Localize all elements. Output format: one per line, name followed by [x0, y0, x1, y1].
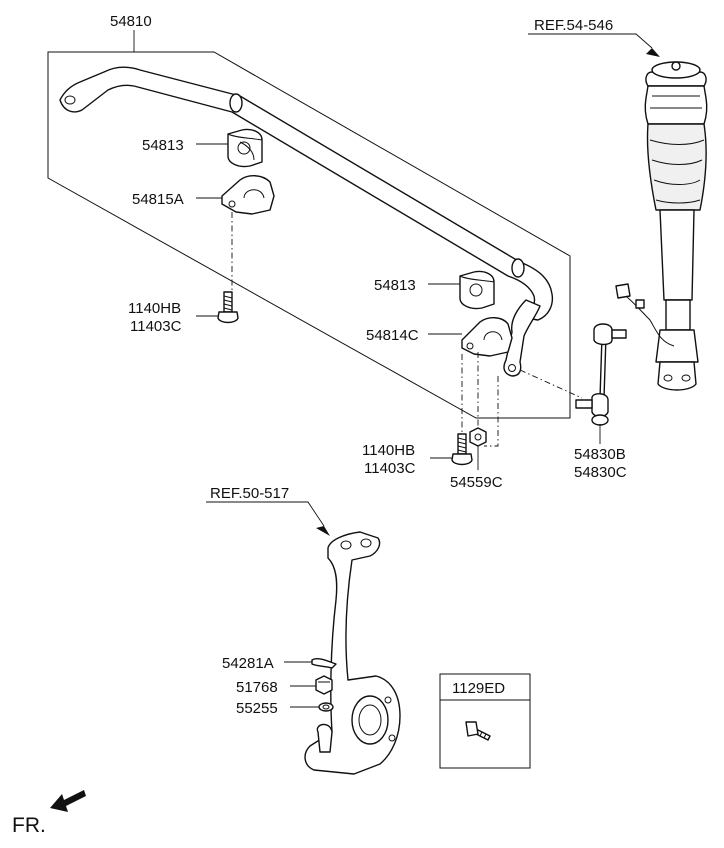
- label-54815A: 54815A: [132, 191, 184, 208]
- label-54810: 54810: [110, 13, 152, 30]
- label-54281A: 54281A: [222, 655, 274, 672]
- label-54830C: 54830C: [574, 464, 627, 481]
- ref-strut-leader: [528, 33, 660, 57]
- air-strut: [615, 61, 708, 391]
- label-11403C-left: 11403C: [130, 318, 182, 335]
- label-54813-upper: 54813: [142, 137, 184, 154]
- label-54814C: 54814C: [366, 327, 419, 344]
- label-ref-knuckle: REF.50-517: [210, 485, 289, 502]
- label-54830B: 54830B: [574, 446, 626, 463]
- nut-54559C: [469, 427, 487, 447]
- label-ref-strut: REF.54-546: [534, 17, 613, 34]
- bushing-lower: [459, 270, 495, 310]
- label-1129ED: 1129ED: [452, 680, 505, 697]
- label-54559C: 54559C: [450, 474, 503, 491]
- centerline-link-diag: [519, 369, 583, 399]
- bolt-lower: [451, 433, 473, 466]
- bracket-54815A: [221, 175, 275, 215]
- castle-nut: [315, 675, 333, 695]
- label-front: FR.: [12, 814, 46, 837]
- split-pin: [311, 657, 337, 669]
- label-51768: 51768: [236, 679, 278, 696]
- stabilizer-group-outline: [47, 51, 571, 419]
- label-55255: 55255: [236, 700, 278, 717]
- centerline-link: [477, 352, 499, 447]
- bolt-box-1129ED: [439, 673, 531, 769]
- stabilizer-bar: [59, 66, 554, 377]
- ref-knuckle-leader: [206, 501, 330, 536]
- bracket-54814C: [461, 317, 513, 357]
- label-11403C-lower: 11403C: [364, 460, 416, 477]
- label-1140HB-left: 1140HB: [128, 300, 181, 317]
- label-1140HB-lower: 1140HB: [362, 442, 415, 459]
- steering-knuckle: [304, 531, 401, 775]
- bolt-left: [217, 291, 239, 324]
- label-54813-lower: 54813: [374, 277, 416, 294]
- front-arrow-icon: [50, 790, 86, 812]
- washer: [318, 702, 334, 712]
- bushing-upper: [227, 128, 263, 168]
- stabilizer-link: [575, 323, 627, 426]
